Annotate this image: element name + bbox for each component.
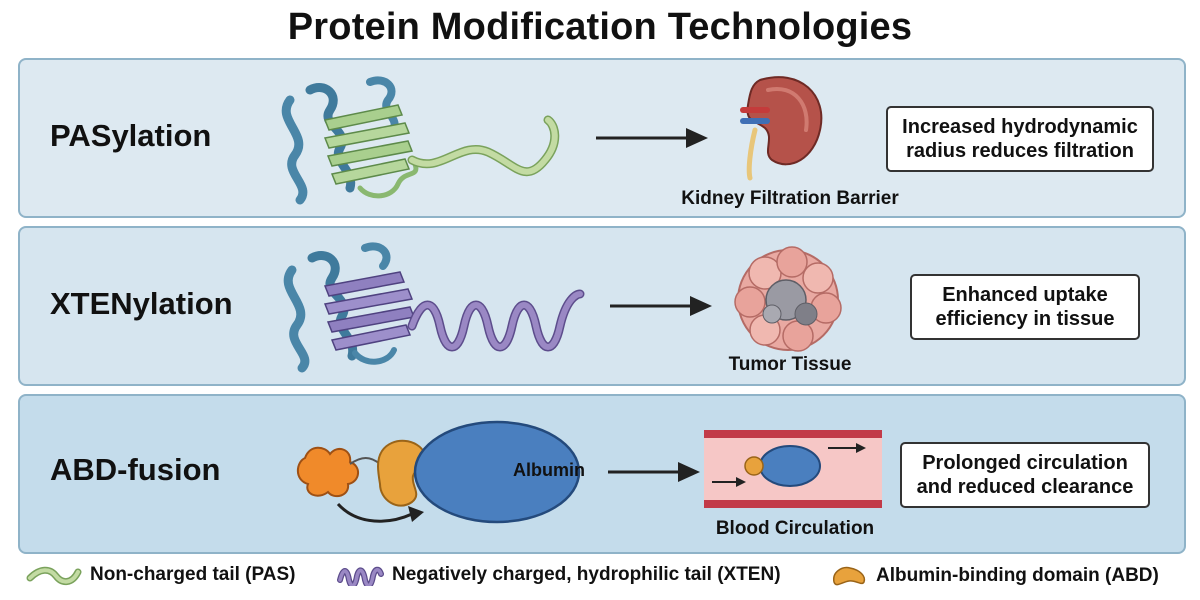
- effect-line-1: Enhanced uptake: [942, 284, 1108, 306]
- effect-line-2: radius reduces filtration: [906, 140, 1134, 162]
- albumin-icon: [413, 420, 581, 524]
- target-caption-kidney: Kidney Filtration Barrier: [681, 188, 899, 209]
- panel-xtenylation: XTENylation: [18, 226, 1186, 386]
- legend-text: Albumin-binding domain (ABD): [876, 565, 1159, 586]
- target-caption-tumor: Tumor Tissue: [728, 354, 852, 375]
- page-title: Protein Modification Technologies: [287, 6, 913, 48]
- curved-arrow-icon: [336, 502, 424, 523]
- legend-item-xten: Negatively charged, hydrophilic tail (XT…: [336, 564, 781, 586]
- xten-tail-icon: [337, 566, 384, 586]
- effect-line-2: and reduced clearance: [916, 476, 1134, 498]
- legend-item-abd: Albumin-binding domain (ABD): [830, 564, 1159, 588]
- pas-tail-icon: [26, 566, 82, 585]
- protein-structure-icon: [281, 76, 419, 205]
- arrow-right-icon: [608, 462, 700, 482]
- abd-fusion-illustration: [296, 420, 882, 524]
- effect-box-abd-fusion: Prolonged circulation and reduced cleara…: [900, 442, 1150, 508]
- legend-text: Non-charged tail (PAS): [90, 564, 296, 585]
- abd-icon: [833, 566, 866, 586]
- technology-label-abd-fusion: ABD-fusion: [50, 452, 221, 487]
- tumor-icon: [734, 246, 842, 352]
- target-caption-blood: Blood Circulation: [715, 518, 875, 539]
- technology-label-pasylation: PASylation: [50, 118, 212, 153]
- panel-pasylation: PASylation Kidney Filtratio: [18, 58, 1186, 218]
- drug-molecule-icon: [296, 446, 359, 498]
- xtenylation-illustration: [283, 242, 842, 373]
- arrow-right-icon: [610, 296, 712, 316]
- pasylation-illustration: [281, 76, 823, 205]
- effect-box-xtenylation: Enhanced uptake efficiency in tissue: [910, 274, 1140, 340]
- legend-text: Negatively charged, hydrophilic tail (XT…: [392, 564, 781, 585]
- technology-label-xtenylation: XTENylation: [50, 286, 233, 321]
- protein-structure-icon: [283, 242, 416, 373]
- effect-line-2: efficiency in tissue: [935, 308, 1115, 330]
- arrow-right-icon: [596, 128, 708, 148]
- legend: Non-charged tail (PAS) Negatively charge…: [0, 564, 1200, 594]
- albumin-label: Albumin: [513, 460, 585, 480]
- kidney-icon: [740, 76, 823, 181]
- effect-line-1: Prolonged circulation: [922, 452, 1128, 474]
- blood-vessel-icon: [704, 430, 882, 508]
- panel-abd-fusion: ABD-fusion Albumin Blood: [18, 394, 1186, 554]
- effect-box-pasylation: Increased hydrodynamic radius reduces fi…: [886, 106, 1154, 172]
- effect-line-1: Increased hydrodynamic: [902, 116, 1138, 138]
- legend-item-pas: Non-charged tail (PAS): [26, 564, 296, 586]
